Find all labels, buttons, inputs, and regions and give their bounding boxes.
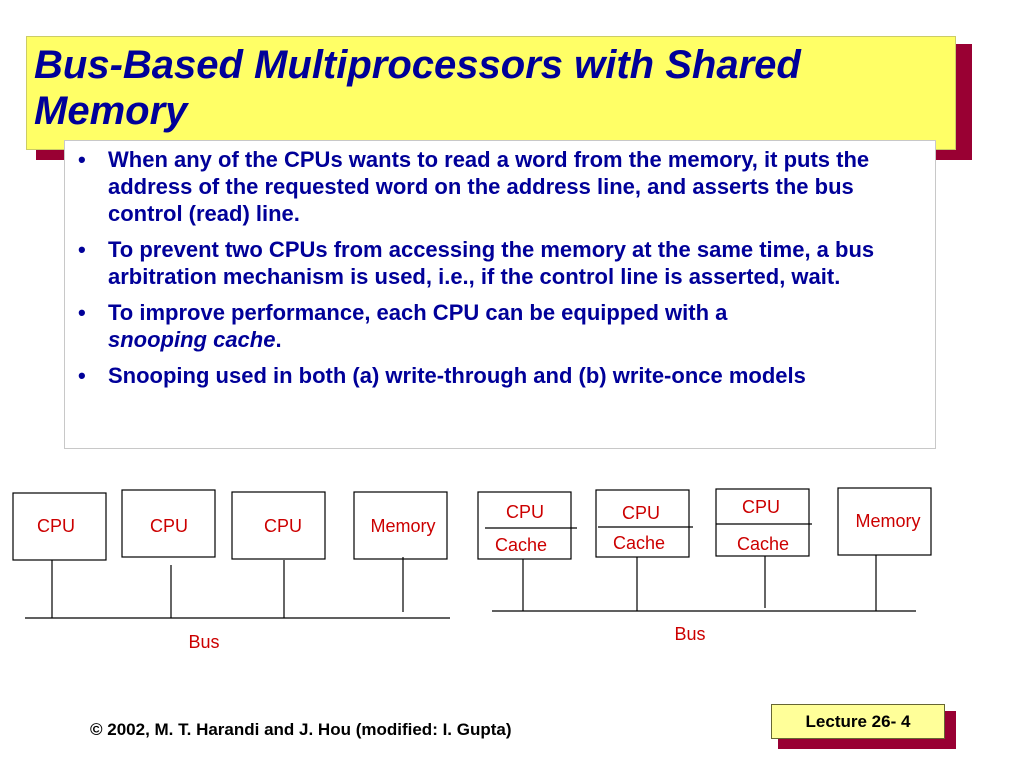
cache-label: Cache [737, 534, 789, 554]
cpu-label: CPU [264, 516, 302, 536]
memory-box [837, 487, 932, 556]
bullet-text: When any of the CPUs wants to read a wor… [108, 147, 870, 226]
title-box [26, 36, 956, 150]
bus-label: Bus [188, 632, 219, 652]
cpu-cache-box [477, 491, 572, 560]
bus-diagram: CPU CPU CPU Memory Bus CPU Cache CPU Cac… [12, 487, 932, 652]
slide-title-line2: Memory [34, 89, 188, 133]
cache-label: Cache [613, 533, 665, 553]
cpu-label: CPU [150, 516, 188, 536]
bullet-item: When any of the CPUs wants to read a wor… [78, 146, 928, 227]
slide-title: Bus-Based Multiprocessors with Shared Me… [34, 42, 944, 134]
bullet-text-after: . [275, 327, 282, 352]
bullet-text: To improve performance, each CPU can be … [108, 300, 728, 325]
memory-label: Memory [370, 516, 435, 536]
cpu-box [12, 492, 107, 561]
memory-label: Memory [855, 511, 920, 531]
cpu-label: CPU [37, 516, 75, 536]
cpu-cache-box [715, 488, 810, 557]
cpu-label: CPU [742, 497, 780, 517]
cpu-label: CPU [622, 503, 660, 523]
footer-copyright: © 2002, M. T. Harandi and J. Hou (modifi… [90, 720, 512, 739]
cpu-cache-box [595, 489, 690, 558]
bullet-text: To prevent two CPUs from accessing the m… [108, 237, 875, 289]
diagram-left [12, 489, 450, 619]
diagram-right [477, 487, 932, 612]
slide-title-line1: Bus-Based Multiprocessors with Shared [34, 43, 801, 87]
bullet-item: To prevent two CPUs from accessing the m… [78, 236, 928, 290]
memory-box [353, 491, 448, 560]
bullet-item: Snooping used in both (a) write-through … [78, 362, 928, 389]
cpu-box [121, 489, 216, 558]
cpu-box [231, 491, 326, 560]
bullet-emphasis: snooping cache [108, 327, 276, 352]
bus-label: Bus [674, 624, 705, 644]
bullet-text: Snooping used in both (a) write-through … [108, 363, 806, 388]
lecture-badge: Lecture 26- 4 [771, 704, 945, 739]
bullet-list: When any of the CPUs wants to read a wor… [78, 146, 928, 389]
cache-label: Cache [495, 535, 547, 555]
bullet-item: To improve performance, each CPU can be … [78, 299, 928, 353]
cpu-label: CPU [506, 502, 544, 522]
